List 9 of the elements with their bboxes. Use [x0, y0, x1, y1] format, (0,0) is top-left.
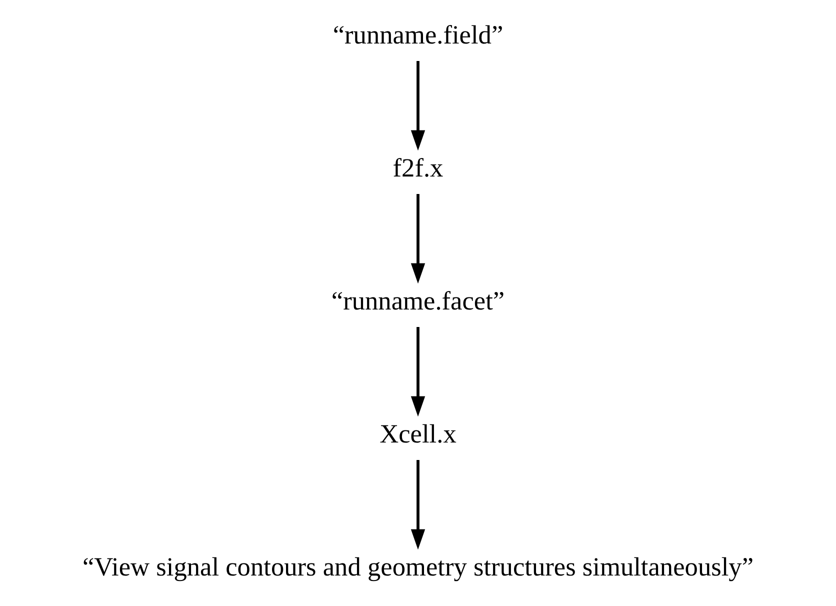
node-text: “runname.facet”	[331, 286, 505, 316]
node-text: f2f.x	[392, 154, 444, 183]
node-text: “runname.field”	[332, 20, 504, 50]
node-text: Xcell.x	[380, 420, 456, 449]
arrow	[410, 61, 426, 151]
arrow	[410, 194, 426, 284]
arrow	[410, 327, 426, 417]
arrow	[410, 460, 426, 550]
node-text: “View signal contours and geometry structures simultaneously”	[82, 552, 754, 582]
